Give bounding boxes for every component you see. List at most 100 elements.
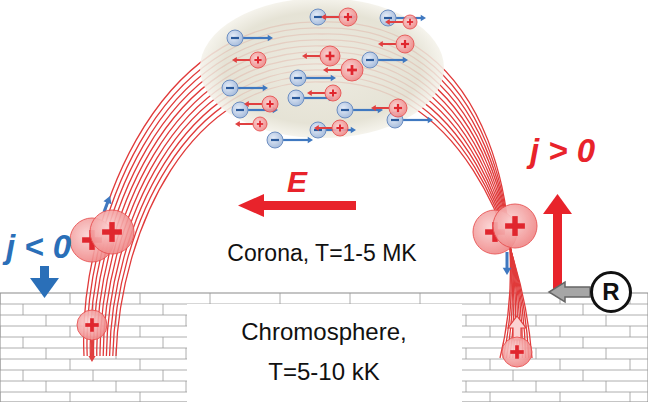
electron: [310, 9, 326, 25]
ion: [253, 117, 267, 131]
minus-sign: [226, 87, 234, 89]
arrow-head: [351, 127, 356, 133]
ion: [389, 99, 407, 117]
grid-line: [420, 293, 421, 304]
grid-line: [0, 293, 1, 304]
ion: [77, 310, 107, 340]
electron: [290, 70, 306, 86]
arrow-head: [371, 105, 376, 111]
plus-sign: [259, 121, 261, 127]
ion: [320, 46, 340, 66]
grid-line: [0, 326, 1, 337]
grid-line: [46, 348, 47, 359]
plus-sign: [332, 89, 334, 96]
current-label: j < 0: [6, 228, 71, 266]
current-arrow-down: [30, 266, 59, 298]
grid-line: [140, 359, 141, 370]
velocity-arrow: [318, 127, 332, 129]
plus-sign: [339, 124, 341, 131]
velocity-arrow: [91, 340, 94, 357]
electron: [310, 122, 326, 138]
grid-line: [560, 359, 561, 370]
grid-line: [490, 326, 491, 337]
electron: [362, 52, 378, 68]
ion: [262, 96, 278, 112]
velocity-arrow: [243, 37, 269, 39]
layer-label: Corona, T=1-5 MK: [227, 240, 416, 267]
grid-line: [93, 370, 94, 381]
velocity-arrow: [403, 119, 429, 121]
grid-line: [46, 381, 47, 392]
minus-sign: [366, 59, 374, 61]
grid-line: [583, 370, 584, 381]
grid-line: [70, 392, 71, 402]
velocity-arrow: [508, 316, 526, 340]
grid-line: [630, 392, 631, 402]
grid-line: [210, 293, 211, 304]
velocity-arrow: [239, 123, 253, 125]
arrow-head: [268, 35, 273, 41]
minus-sign: [292, 97, 300, 99]
grid-line: [536, 315, 537, 326]
grid-line: [70, 293, 71, 304]
plus-sign: [90, 318, 94, 332]
pointer-arrow: [549, 282, 590, 302]
ion: [325, 85, 341, 101]
arrow-head: [302, 53, 307, 59]
ion: [250, 52, 266, 68]
grid-line: [583, 337, 584, 348]
electron: [267, 132, 283, 148]
chromosphere-band: Chromosphere, T=5-10 kK: [0, 293, 648, 402]
grid-line: [560, 326, 561, 337]
velocity-arrow: [382, 43, 396, 45]
ion: [403, 15, 417, 29]
ion: [90, 210, 134, 254]
grid-line: [0, 359, 1, 370]
grid-line: [350, 293, 351, 304]
arrow-head: [378, 41, 383, 47]
minus-sign: [384, 17, 392, 19]
velocity-arrow: [238, 87, 264, 89]
grid-line: [116, 381, 117, 392]
plus-sign: [347, 13, 349, 21]
plus-sign: [329, 52, 331, 61]
ion: [396, 35, 414, 53]
arrow-head: [88, 356, 95, 362]
grid-line: [606, 381, 607, 392]
velocity-arrow: [327, 69, 341, 71]
arrow-head: [428, 117, 433, 123]
grid-line: [140, 293, 141, 304]
corona-cloud: [200, 0, 444, 138]
grid-line: [0, 392, 1, 402]
plus-sign: [269, 100, 271, 107]
field-label: E: [287, 165, 307, 199]
grid-line: [140, 392, 141, 402]
grid-line: [46, 315, 47, 326]
arrow-head: [308, 137, 313, 143]
arrow-head: [323, 67, 328, 73]
current-label: j > 0: [530, 132, 595, 170]
grid-line: [70, 359, 71, 370]
grid-line: [490, 293, 491, 304]
layer-label: Chromosphere, T=5-10 kK: [187, 304, 462, 402]
current-arrow-up: [543, 194, 572, 290]
arrow-head: [314, 125, 319, 131]
reflection-marker: R: [590, 271, 632, 313]
arrow-head: [244, 101, 249, 107]
velocity-arrow: [283, 139, 309, 141]
arrow-head: [403, 57, 408, 63]
grid-line: [560, 392, 561, 402]
ion: [341, 59, 363, 81]
grid-line: [466, 348, 467, 359]
arrow-head: [232, 57, 237, 63]
minus-sign: [391, 119, 399, 121]
grid-line: [163, 337, 164, 348]
velocity-arrow: [389, 21, 403, 23]
electron: [227, 30, 243, 46]
grid-line: [583, 304, 584, 315]
minus-sign: [294, 77, 302, 79]
velocity-arrow: [306, 77, 332, 79]
velocity-arrow: [248, 103, 262, 105]
plus-sign: [404, 40, 406, 48]
